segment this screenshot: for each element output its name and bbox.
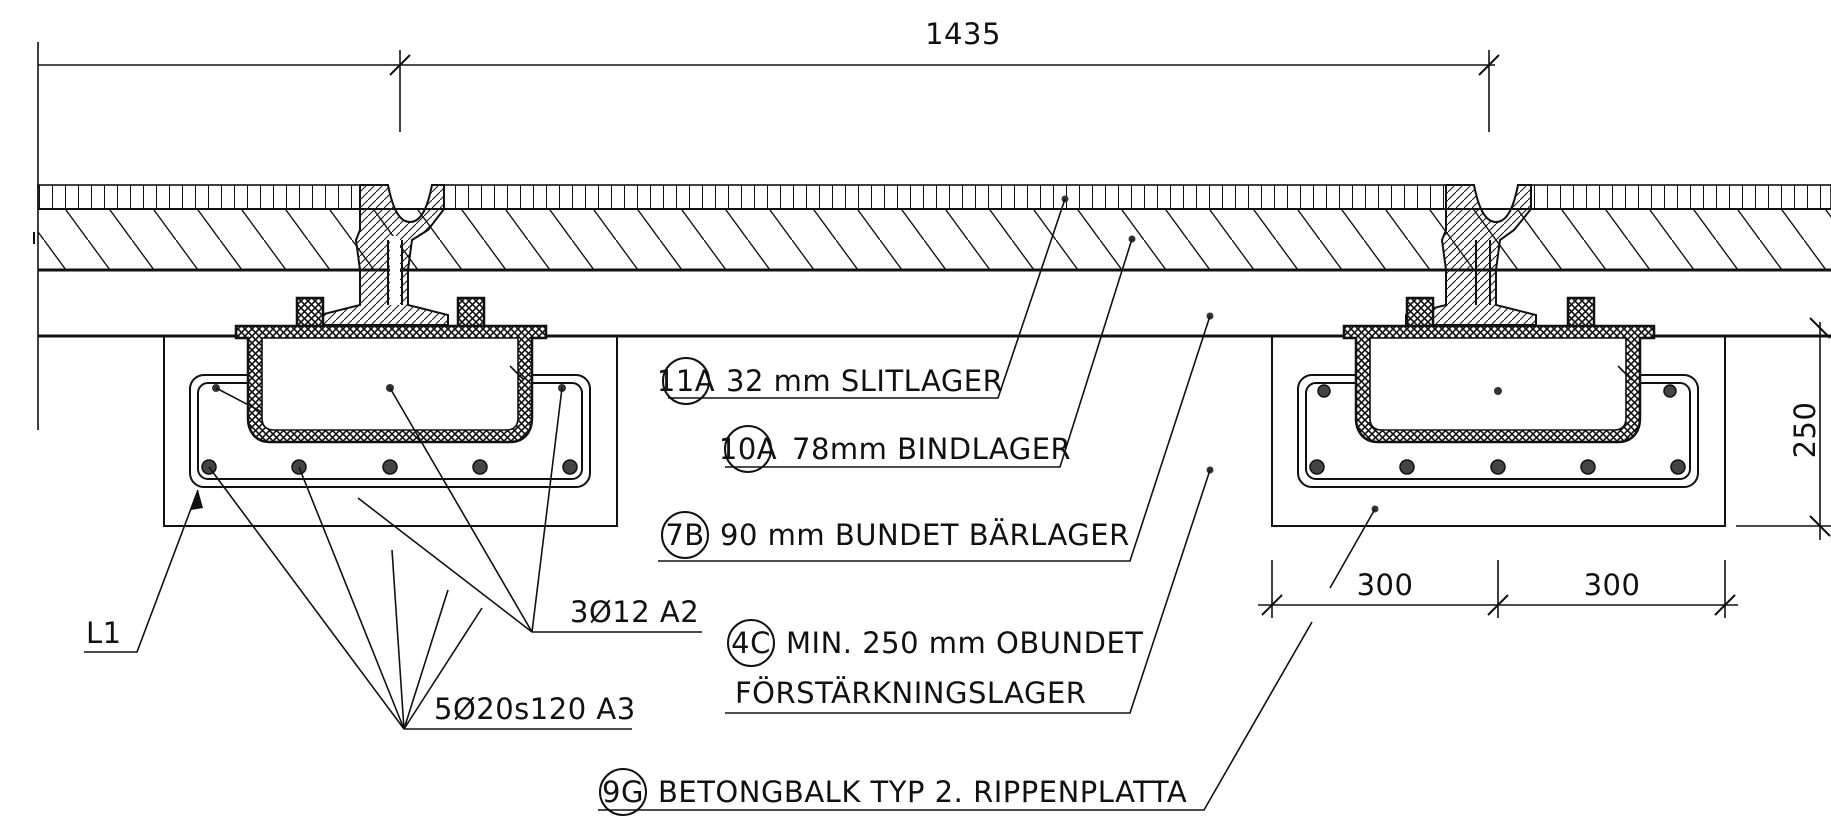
left-rail: [295, 184, 486, 332]
layer-text-11A: 32 mm SLITLAGER: [726, 364, 1003, 398]
dimension-300-left-label: 300: [1357, 568, 1414, 602]
layer-leaders: [598, 195, 1379, 811]
dimension-300-right-label: 300: [1584, 568, 1641, 602]
right-rail: [1405, 184, 1596, 332]
layer-label-4C: 4C MIN. 250 mm OBUNDET FÖRSTÄRKNINGSLAGE…: [727, 619, 1144, 710]
layer-id-7B: 7B: [665, 518, 704, 552]
layer-id-9G: 9G: [602, 775, 644, 809]
layer-text-4C-line2: FÖRSTÄRKNINGSLAGER: [735, 676, 1086, 710]
layer-id-11A: 11A: [657, 364, 715, 398]
dimension-250: 250: [1736, 317, 1831, 540]
dimension-250-label: 250: [1788, 402, 1822, 459]
binder-course-band: [33, 208, 1831, 338]
bottom-bars-label: 5Ø20s120 A3: [434, 692, 636, 726]
left-concrete-beam: [163, 324, 618, 527]
layer-label-10A: 10A 78mm BINDLAGER: [719, 425, 1071, 473]
right-concrete-beam: [1271, 324, 1726, 527]
wearing-course-band: [37, 184, 1831, 210]
layer-id-4C: 4C: [731, 626, 771, 660]
rebar-leaders: L1 3Ø12 A2 5Ø20s120 A3: [84, 387, 702, 730]
layer-text-10A: 78mm BINDLAGER: [792, 432, 1071, 466]
layer-text-9G: BETONGBALK TYP 2. RIPPENPLATTA: [658, 775, 1187, 809]
dimension-1435-label: 1435: [925, 17, 1001, 51]
layer-text-7B: 90 mm BUNDET BÄRLAGER: [720, 518, 1130, 552]
top-bars-label: 3Ø12 A2: [570, 595, 699, 629]
layer-id-10A: 10A: [719, 432, 777, 466]
layer-text-4C: MIN. 250 mm OBUNDET: [786, 626, 1144, 660]
dimension-1435: 1435: [37, 17, 1500, 430]
stirrup-label: L1: [86, 616, 122, 650]
layer-label-7B: 7B 90 mm BUNDET BÄRLAGER: [661, 511, 1130, 559]
dimension-300-300: 300 300: [1258, 560, 1738, 618]
layer-label-9G: 9G BETONGBALK TYP 2. RIPPENPLATTA: [599, 768, 1187, 816]
layer-label-11A: 11A 32 mm SLITLAGER: [657, 357, 1003, 405]
